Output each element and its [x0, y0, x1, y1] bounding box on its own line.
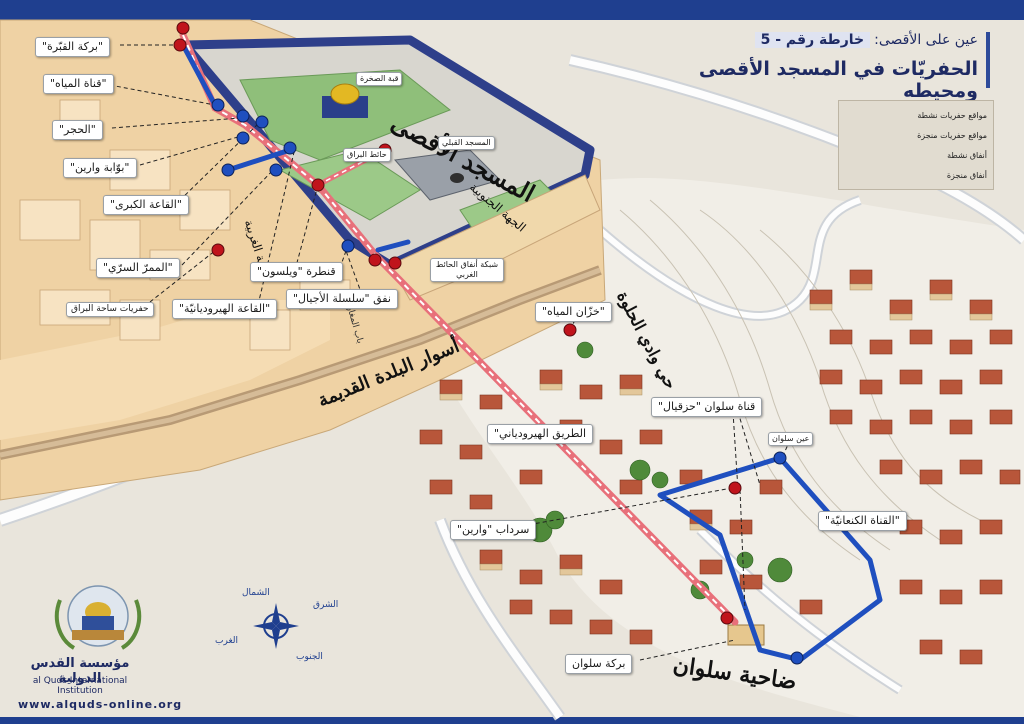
active-site-marker — [176, 21, 190, 35]
dome-of-rock — [330, 83, 360, 105]
callout-wilson-arch: قنطرة "ويلسون" — [250, 262, 343, 282]
legend-item-active-sites: مواقع حفريات نشطة — [917, 111, 987, 120]
series-line: عين على الأقصى:خارطة رقم - 5 — [754, 32, 978, 48]
callout-herodian-road: الطريق الهيرودياني" — [487, 424, 594, 444]
active-site-marker — [311, 178, 325, 192]
qibli-dome — [450, 173, 464, 183]
top-frame-bar — [0, 0, 1024, 20]
series-number: خارطة رقم - 5 — [754, 32, 871, 48]
website-link[interactable]: www.alquds-online.org — [18, 698, 183, 711]
active-site-marker — [720, 611, 734, 625]
institution-name-ar: مؤسسة القدس الدولية — [30, 656, 130, 686]
callout-silwan-pool: بركة سلوان — [565, 654, 633, 674]
callout-qanat-almiyah: "قناة المياه" — [43, 74, 114, 94]
callout-almamar-alsirri: "الممرّ السرّي" — [96, 258, 180, 278]
done-sites — [211, 98, 804, 665]
active-sites — [173, 21, 742, 625]
done-site-marker — [211, 98, 225, 112]
active-tunnel-branch-dash — [317, 149, 386, 186]
road-wadi-inner — [598, 197, 861, 319]
done-tunnel-south — [375, 239, 411, 253]
legend-item-done-sites: مواقع حفريات منجزة — [917, 131, 987, 140]
compass-east: الشرق — [313, 600, 339, 610]
institution-name-en: al Quds International Institution — [32, 676, 128, 696]
active-site-marker — [368, 253, 382, 267]
label-ein-silwan: عين سلوان — [768, 432, 814, 446]
compass-south: الجنوب — [296, 652, 323, 662]
legend-item-active-tunnels: أنفاق نشطة — [947, 151, 987, 160]
done-site-marker — [283, 141, 297, 155]
qibli-mosque — [394, 149, 501, 201]
title-accent-bar — [986, 32, 990, 88]
series-prefix: عين على الأقصى: — [874, 32, 978, 48]
label-qibli-mosque: المسجد القبلي — [438, 136, 495, 150]
callout-alqaa-alkubra: "القاعة الكبرى" — [103, 195, 189, 215]
done-site-marker — [790, 651, 804, 665]
active-site-marker — [388, 256, 402, 270]
old-city-wall-top — [0, 267, 601, 458]
active-site-marker — [211, 243, 225, 257]
callout-water-reservoir: "خزّان المياه" — [535, 302, 612, 322]
bottom-frame-bar — [0, 717, 1024, 724]
active-site-marker — [728, 481, 742, 495]
compass-west: الغرب — [215, 636, 239, 646]
callout-buraq-plaza: حفريات ساحة البراق — [66, 302, 154, 317]
compass-north: الشمال — [242, 588, 270, 598]
done-site-marker — [236, 131, 250, 145]
label-dome-of-rock: قبة الصخرة — [356, 72, 403, 86]
done-tunnel-north — [180, 42, 218, 108]
dome-of-rock-base — [322, 96, 368, 118]
active-site-marker — [563, 323, 577, 337]
page-title: الحفريّات في المسجد الأقصى ومحيطه — [698, 58, 978, 102]
legend: مواقع حفريات نشطة مواقع حفريات منجزة أنف… — [838, 100, 994, 190]
canaanite-channel-line — [657, 455, 883, 663]
done-site-marker — [255, 115, 269, 129]
old-city-lower — [0, 300, 330, 440]
callout-warren-shaft: سرداب "وارين" — [450, 520, 537, 540]
compass-rose — [253, 603, 299, 649]
road-silwan-inner — [697, 527, 902, 693]
done-site-marker — [773, 451, 787, 465]
institution-logo — [54, 585, 142, 650]
silwan-houses — [419, 269, 1021, 665]
done-site-marker — [236, 109, 250, 123]
title-block: عين على الأقصى:خارطة رقم - 5 الحفريّات ف… — [672, 30, 990, 102]
legend-item-done-tunnels: أنفاق منجزة — [946, 171, 987, 180]
callout-chain-tunnel: نفق "سلسلة الأجيال" — [286, 289, 398, 309]
done-site-marker — [269, 163, 283, 177]
label-buraq-wall: حائط البراق — [343, 148, 391, 162]
callout-bawabat-warren: "بوّابة وارين" — [63, 158, 137, 178]
done-site-marker — [221, 163, 235, 177]
callout-silwan-channel: قناة سلوان "حزقيال" — [651, 397, 763, 417]
done-tunnel-west — [225, 147, 293, 173]
callout-herodian-hall: "القاعة الهيروديانيّة" — [172, 299, 278, 319]
aqsa-garden-west — [278, 149, 421, 221]
active-site-marker — [173, 38, 187, 52]
road-south-inner — [436, 518, 564, 720]
done-site-marker — [341, 239, 355, 253]
label-network-tunnels: شبكة أنفاق الحائط الغربي — [430, 258, 504, 282]
callout-canaanite-channel: "القناة الكنعانيّة" — [818, 511, 907, 531]
callout-alhajar: "الحجر" — [52, 120, 103, 140]
callout-birkat-alqubra: "بركة القبّرة" — [35, 37, 111, 57]
